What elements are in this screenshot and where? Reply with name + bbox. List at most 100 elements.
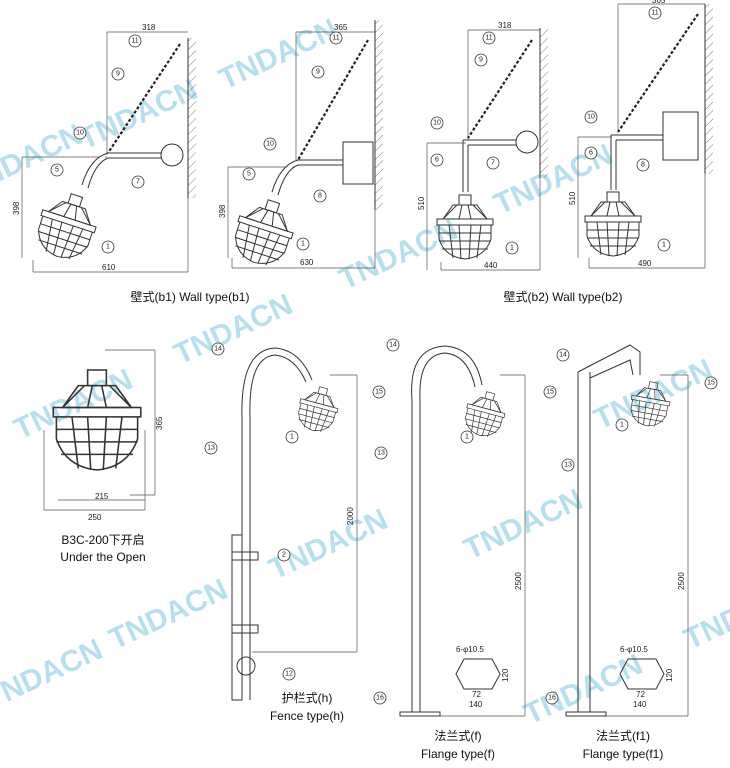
lamp-detail-b3c-200: 365 215 250 B3C-200下开启 Under the Open	[43, 349, 164, 564]
callout-number: 1	[510, 245, 514, 252]
callout-number: 16	[548, 695, 556, 702]
callout-number: 9	[116, 71, 120, 78]
callout-number: 7	[491, 160, 495, 167]
callout-number: 11	[131, 38, 138, 45]
callouts-b1-junction: 11 9 10 5 7 1	[50, 34, 145, 254]
detail-title: B3C-200下开启	[61, 533, 144, 547]
callout-number: 10	[587, 114, 595, 121]
callouts-b1-box: 11 9 10 5 8 1	[242, 31, 343, 251]
callout-number: 8	[318, 193, 322, 200]
callout-number: 11	[485, 35, 492, 42]
dimension-height: 2500	[514, 572, 523, 590]
callouts-b2-junction: 11 9 10 6 7 1	[430, 31, 519, 255]
caption-wall-b2: 壁式(b2) Wall type(b2)	[504, 289, 623, 304]
flange-inner: 72	[472, 690, 481, 699]
junction-box-7	[515, 130, 539, 154]
wall-type-b2-junction: 318 510 440	[417, 21, 548, 271]
dimension-width: 630	[300, 258, 314, 267]
distribution-box-8	[342, 141, 374, 185]
callouts-b2-box: 11 10 6 8 1	[584, 6, 671, 252]
watermark-text: TNDACN	[104, 573, 233, 656]
callout-number: 1	[290, 434, 294, 441]
callout-number: 10	[433, 120, 441, 127]
flange-outer: 140	[633, 700, 647, 709]
callout-number: 1	[465, 434, 469, 441]
junction-box-7	[160, 143, 184, 167]
flange-outer: 140	[469, 700, 483, 709]
caption-fence-cn: 护栏式(h)	[282, 690, 333, 705]
callouts-fence: 14 15 1 13 2 12	[204, 342, 386, 681]
watermark-text: TNDACN	[0, 633, 108, 716]
flange-type-f1: 2500 6-φ10.5 120 72 140	[565, 344, 689, 717]
callout-number: 10	[76, 130, 84, 137]
dimension-width: 490	[638, 259, 652, 268]
junction-box-12	[236, 656, 256, 676]
lamp-icon	[226, 192, 302, 272]
dimension-top: 365	[334, 23, 348, 32]
callout-number: 1	[301, 241, 305, 248]
callout-number: 8	[641, 162, 645, 169]
lamp-icon	[29, 186, 105, 266]
dimension-width: 610	[102, 263, 116, 272]
dimension-height: 2000	[346, 507, 355, 525]
callout-number: 7	[136, 179, 140, 186]
callout-number: 15	[707, 380, 715, 387]
flange-height: 120	[665, 668, 674, 682]
dimension-top: 318	[142, 23, 156, 32]
dimension-outer-width: 250	[88, 513, 102, 522]
callout-number: 12	[285, 671, 293, 678]
watermark-text: TNDACN	[74, 73, 203, 156]
callout-number: 5	[247, 171, 251, 178]
callout-number: 13	[377, 450, 385, 457]
callout-number: 14	[389, 342, 397, 349]
caption-fence-en: Fence type(h)	[270, 709, 344, 723]
distribution-box-8	[662, 111, 699, 161]
fence-type-h: 2000	[231, 347, 358, 701]
dimension-inner-width: 215	[95, 492, 109, 501]
callout-number: 1	[106, 244, 110, 251]
callout-number: 1	[620, 422, 624, 429]
dimension-width: 440	[484, 261, 498, 270]
caption-flange-f1-en: Flange type(f1)	[583, 747, 664, 761]
dimension-height: 365	[155, 416, 164, 430]
lamp-icon	[293, 382, 343, 436]
watermark-text: TNDACN	[679, 573, 730, 656]
callout-number: 10	[266, 141, 274, 148]
callout-number: 11	[651, 10, 658, 17]
flange-holes: 6-φ10.5	[456, 645, 484, 654]
watermark-text: TNDACN	[459, 483, 588, 566]
caption-flange-f1-cn: 法兰式(f1)	[596, 729, 650, 743]
flange-plate	[619, 658, 665, 690]
lamp-icon	[584, 191, 642, 257]
flange-height: 120	[501, 668, 510, 682]
callout-number: 5	[55, 167, 59, 174]
caption-flange-f-en: Flange type(f)	[421, 747, 495, 761]
dimension-top: 365	[652, 0, 666, 5]
callout-number: 9	[479, 57, 483, 64]
dimension-height: 398	[12, 201, 21, 215]
flange-holes: 6-φ10.5	[620, 645, 648, 654]
callout-number: 14	[214, 346, 222, 353]
callouts-flange-f: 14 15 1 13 16	[373, 338, 557, 705]
flange-inner: 72	[636, 690, 645, 699]
wall-type-b1-junction: 318 398 610	[12, 23, 196, 273]
callout-number: 2	[282, 552, 286, 559]
callout-number: 14	[559, 352, 567, 359]
flange-plate	[455, 658, 501, 690]
callout-number: 11	[332, 35, 339, 42]
callout-number: 15	[546, 389, 554, 396]
callout-number: 9	[316, 69, 320, 76]
watermark-text: TNDACN	[519, 648, 648, 731]
callout-number: 15	[375, 389, 383, 396]
dimension-height: 2500	[677, 572, 686, 590]
callout-number: 6	[435, 157, 439, 164]
callout-number: 6	[589, 150, 593, 157]
detail-subtitle: Under the Open	[60, 550, 145, 564]
callout-number: 1	[662, 242, 666, 249]
watermark-text: TNDACN	[264, 503, 393, 586]
caption-flange-f-cn: 法兰式(f)	[434, 729, 481, 743]
flange-type-f: 2500 6-φ10.5 120 72 140	[399, 345, 526, 717]
wall-type-b2-box: 365 510 490	[568, 0, 713, 269]
dimension-height: 398	[218, 204, 227, 218]
